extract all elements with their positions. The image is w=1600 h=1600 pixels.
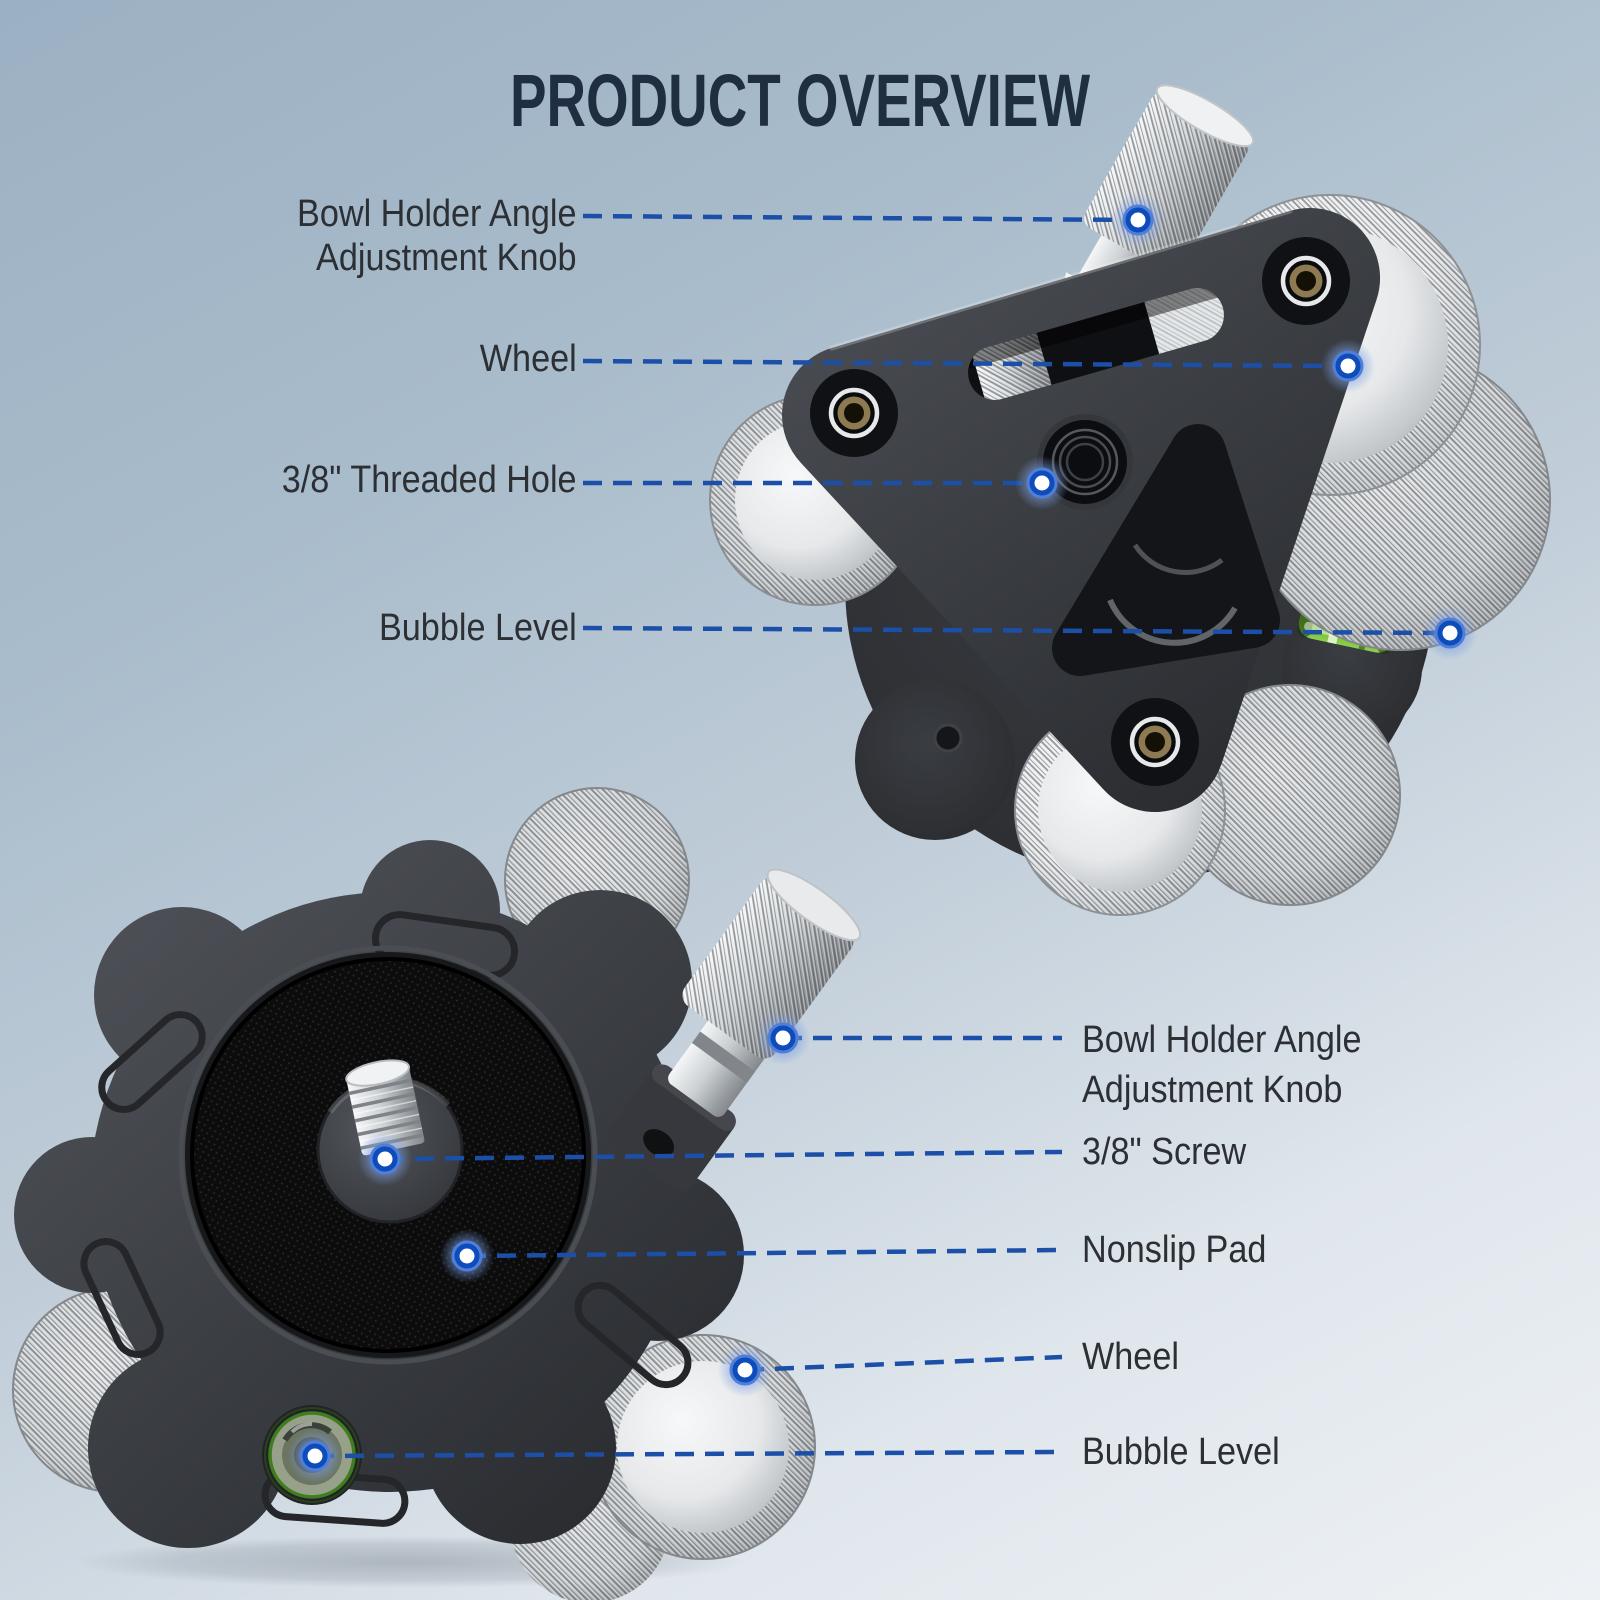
- callout-line-bubble-top: [582, 625, 1451, 636]
- callout-line-wheel-top: [582, 358, 1349, 369]
- page-title: PRODUCT OVERVIEW: [509, 59, 1091, 142]
- label-bottom-screw: 3/8" Screw: [1082, 1130, 1246, 1174]
- label-line: Bubble Level: [1082, 1431, 1280, 1473]
- label-top-wheel: Wheel: [480, 337, 577, 381]
- top-view-corner-hole-left: [810, 369, 898, 457]
- top-view-wheel-bottom-right: [1179, 684, 1401, 906]
- top-view-corner-hole-top-right: [1262, 237, 1350, 325]
- callout-dot-screw: [356, 1130, 414, 1188]
- label-top-bubble-level: Bubble Level: [379, 606, 577, 650]
- top-view-inner-window: [1052, 424, 1280, 676]
- top-view-corner-hole-bottom: [1111, 698, 1199, 786]
- label-top-threaded-hole: 3/8" Threaded Hole: [282, 458, 577, 502]
- top-view-triangle-plate: [782, 208, 1380, 812]
- label-line: Bowl Holder Angle: [297, 193, 577, 235]
- label-line: Adjustment Knob: [1082, 1069, 1343, 1111]
- bottom-view-screw: [345, 1059, 425, 1156]
- label-line: Wheel: [480, 338, 577, 380]
- callout-line-wheel-bottom: [744, 1354, 1063, 1373]
- label-top-bowl-holder-knob: Bowl Holder Angle Adjustment Knob: [298, 192, 577, 280]
- bottom-view-product: [12, 787, 862, 1600]
- label-line: 3/8" Threaded Hole: [282, 459, 577, 501]
- callout-lines: [314, 213, 1451, 1459]
- callout-dot-knob-bottom: [754, 1009, 812, 1067]
- label-line: 3/8" Screw: [1082, 1131, 1247, 1173]
- label-line: Wheel: [1082, 1336, 1179, 1378]
- label-bottom-wheel: Wheel: [1082, 1335, 1179, 1379]
- callout-dot-nonslip-pad: [438, 1227, 496, 1285]
- top-view-slot: [961, 281, 1231, 404]
- label-bottom-nonslip-pad: Nonslip Pad: [1082, 1228, 1266, 1272]
- callout-line-bubble-bottom: [314, 1449, 1063, 1459]
- callout-dot-bubble-bottom: [286, 1427, 344, 1485]
- bottom-view-adjustment-knob: [608, 868, 862, 1192]
- callout-line-screw: [384, 1149, 1063, 1162]
- label-bottom-bubble-level: Bubble Level: [1082, 1430, 1280, 1474]
- label-line: Bowl Holder Angle: [1082, 1019, 1362, 1061]
- callout-dot-wheel-bottom: [716, 1341, 774, 1399]
- callout-dot-wheel-top: [1319, 337, 1377, 395]
- label-line: Bubble Level: [379, 607, 577, 649]
- label-line: Adjustment Knob: [316, 237, 577, 279]
- callout-dot-bubble-top: [1421, 604, 1479, 662]
- label-line: Nonslip Pad: [1082, 1229, 1267, 1271]
- label-bottom-bowl-holder-knob: Bowl Holder Angle Adjustment Knob: [1082, 1015, 1361, 1115]
- callout-dot-knob-top: [1109, 191, 1167, 249]
- callout-dot-threaded-hole: [1013, 454, 1071, 512]
- callout-line-nonslip-pad: [466, 1247, 1063, 1259]
- callout-line-knob-top: [582, 213, 1139, 223]
- top-view-product: [709, 84, 1551, 916]
